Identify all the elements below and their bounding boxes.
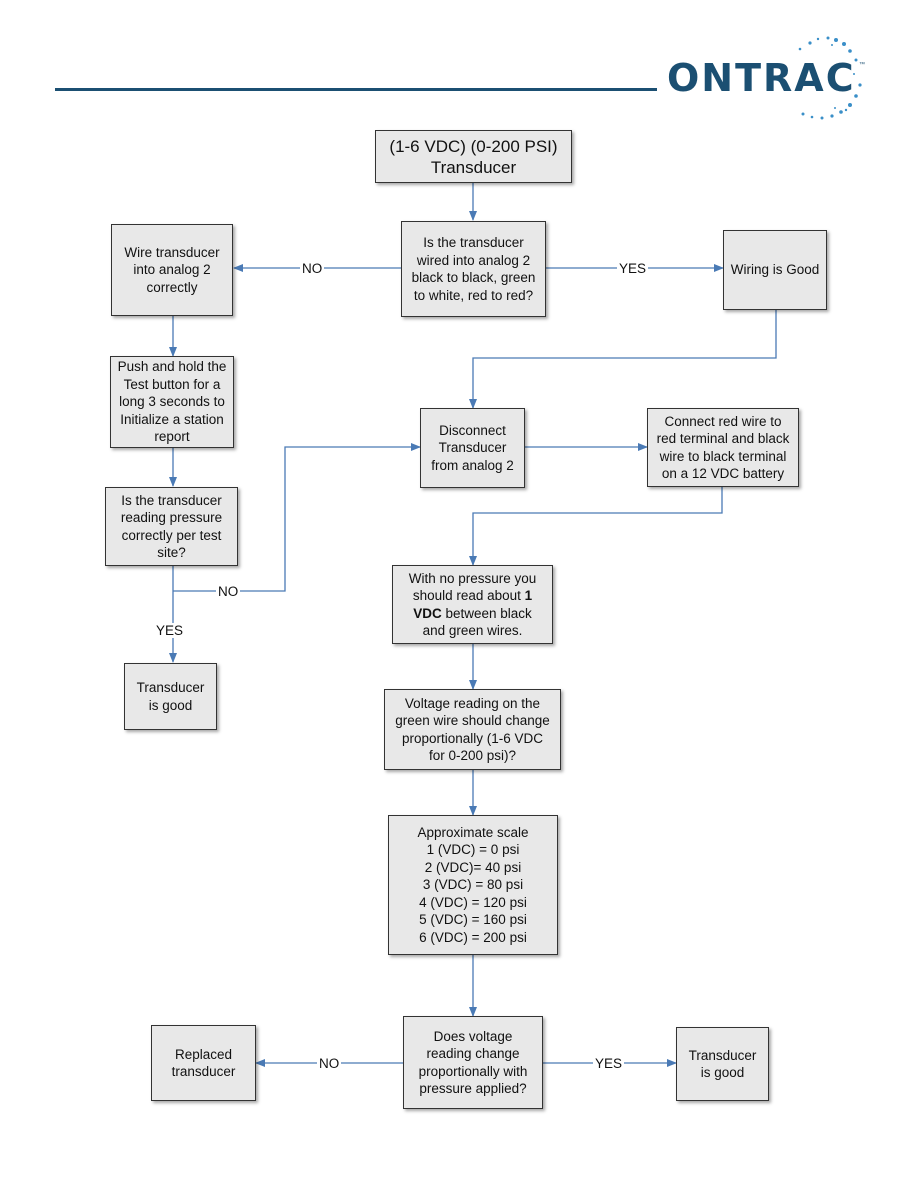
node-question-reading: Is the transducer reading pressure corre… — [105, 487, 238, 566]
label-yes-wired: YES — [617, 261, 649, 276]
label-no-reading: NO — [216, 584, 241, 599]
node-wiring-good: Wiring is Good — [723, 230, 827, 310]
node-disconnect: Disconnect Transducer from analog 2 — [420, 408, 525, 488]
node-no-pressure: With no pressure you should read about 1… — [392, 565, 553, 644]
no-pressure-text-bold: 1 VDC — [413, 588, 533, 621]
ontrac-logo: ONTRAC ™ — [660, 30, 870, 125]
node-start: (1-6 VDC) (0-200 PSI) Transducer — [375, 130, 572, 183]
node-transducer-good-1: Transducer is good — [124, 663, 217, 730]
node-question-wired: Is the transducer wired into analog 2 bl… — [401, 221, 546, 317]
label-yes-reading: YES — [154, 623, 186, 638]
conn-good-to-disconnect — [469, 310, 777, 409]
node-transducer-good-2: Transducer is good — [676, 1027, 769, 1101]
node-question-change: Does voltage reading change proportional… — [403, 1016, 543, 1109]
label-no-change: NO — [317, 1056, 342, 1071]
header-rule — [55, 88, 657, 91]
label-no-wired: NO — [300, 261, 325, 276]
node-replaced-transducer: Replaced transducer — [151, 1025, 256, 1101]
node-push-test: Push and hold the Test button for a long… — [110, 356, 234, 448]
conn-connect-to-nopressure — [469, 487, 723, 566]
logo-trademark: ™ — [859, 62, 865, 68]
label-yes-change: YES — [593, 1056, 625, 1071]
node-approximate-scale: Approximate scale 1 (VDC) = 0 psi 2 (VDC… — [388, 815, 558, 955]
logo-text: ONTRAC — [667, 56, 856, 100]
logo-dots — [798, 36, 862, 120]
no-pressure-text-post: between black and green wires. — [422, 605, 532, 639]
node-connect-battery: Connect red wire to red terminal and bla… — [647, 408, 799, 487]
node-wire-correctly: Wire transducer into analog 2 correctly — [111, 224, 233, 316]
no-pressure-text-pre: With no pressure you should read about — [408, 570, 537, 604]
node-voltage-reading: Voltage reading on the green wire should… — [384, 689, 561, 770]
